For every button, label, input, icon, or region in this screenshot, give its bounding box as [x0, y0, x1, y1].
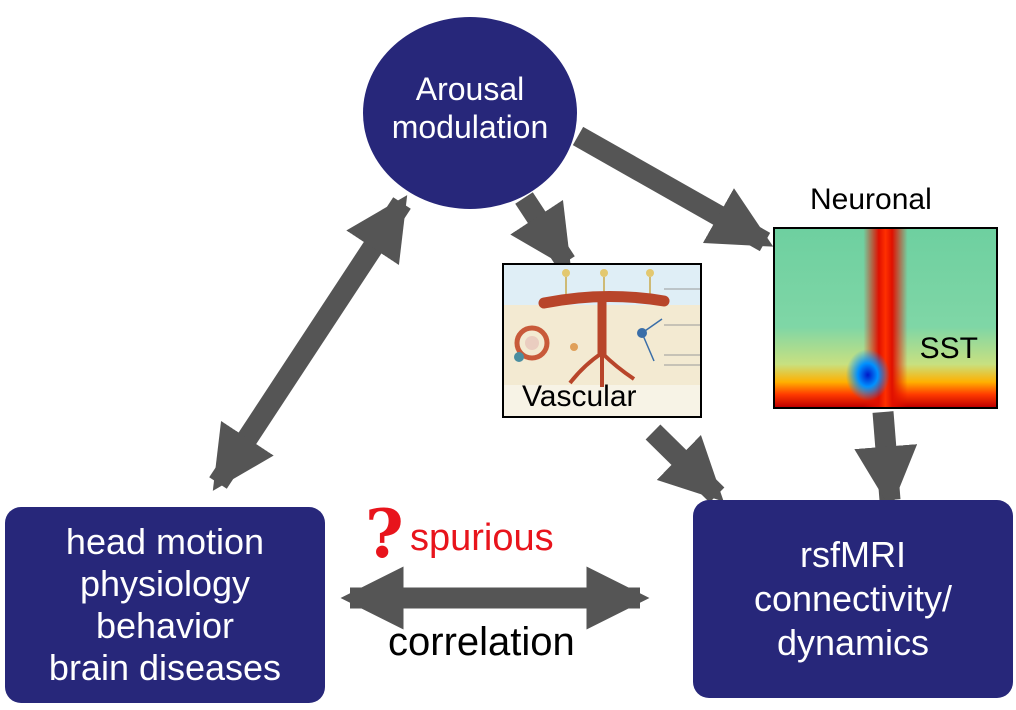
arousal-modulation-node: Arousal modulation — [363, 17, 577, 209]
confounds-node: head motion physiology behavior brain di… — [5, 507, 325, 703]
rsfmri-node: rsfMRI connectivity/ dynamics — [693, 500, 1013, 698]
arrow-arousal-to-neuronal — [572, 126, 774, 252]
neuronal-label: Neuronal — [810, 183, 932, 216]
vascular-illustration — [504, 265, 700, 387]
vascular-label: Vascular — [522, 380, 637, 413]
arrow-left-box-to-arousal — [209, 195, 411, 491]
rsfmri-line-3: dynamics — [776, 622, 930, 663]
vascular-illustration-panel: Vascular — [502, 263, 702, 418]
arrow-vascular-to-rsfmri — [645, 424, 725, 503]
arousal-line-1: Arousal — [415, 71, 525, 107]
confounds-line-4: brain diseases — [48, 647, 282, 688]
arousal-line-2: modulation — [391, 109, 549, 145]
neuronal-heatmap-panel: SST — [773, 227, 998, 409]
question-mark-icon: ? — [365, 495, 404, 573]
correlation-label: correlation — [388, 620, 575, 664]
confounds-line-3: behavior — [95, 605, 235, 646]
arrow-neuronal-to-rsfmri — [854, 411, 918, 510]
spurious-label: spurious — [410, 517, 554, 559]
arrow-arousal-to-vascular — [510, 192, 575, 270]
sst-label: SST — [919, 332, 978, 365]
confounds-line-1: head motion — [65, 521, 265, 562]
rsfmri-line-2: connectivity/ — [753, 578, 953, 619]
rsfmri-line-1: rsfMRI — [800, 534, 906, 575]
confounds-line-2: physiology — [79, 563, 251, 604]
